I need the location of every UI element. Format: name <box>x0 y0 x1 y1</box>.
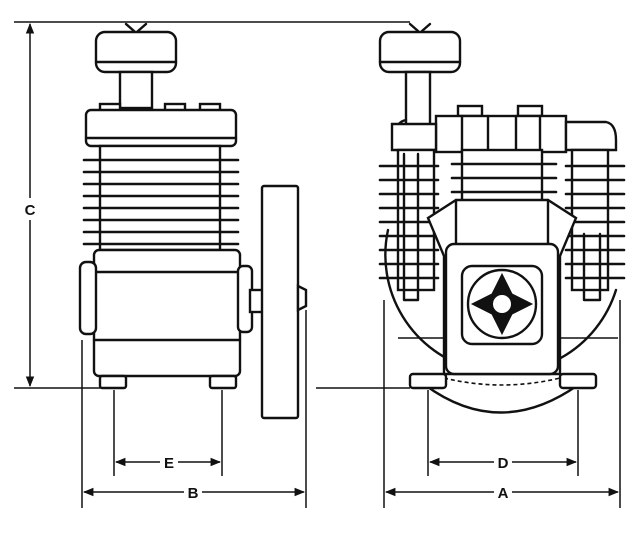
air-filter-front <box>378 22 462 74</box>
cylinder-head-front <box>390 104 618 154</box>
dimension-label-b: B <box>188 485 199 502</box>
dimension-lines <box>14 21 621 508</box>
side-view <box>78 22 308 420</box>
dimension-label-d: D <box>498 455 509 472</box>
flywheel-side <box>260 184 308 420</box>
dimension-label-c: C <box>25 202 36 219</box>
dimension-label-e: E <box>164 455 174 472</box>
cylinder-head-side <box>84 102 238 148</box>
crankcase-front <box>408 198 598 390</box>
crankcase-side <box>78 248 266 390</box>
front-view <box>378 22 626 414</box>
air-filter-side <box>94 22 178 110</box>
cylinder-fins-side <box>82 144 240 252</box>
dimension-label-a: A <box>498 485 509 502</box>
